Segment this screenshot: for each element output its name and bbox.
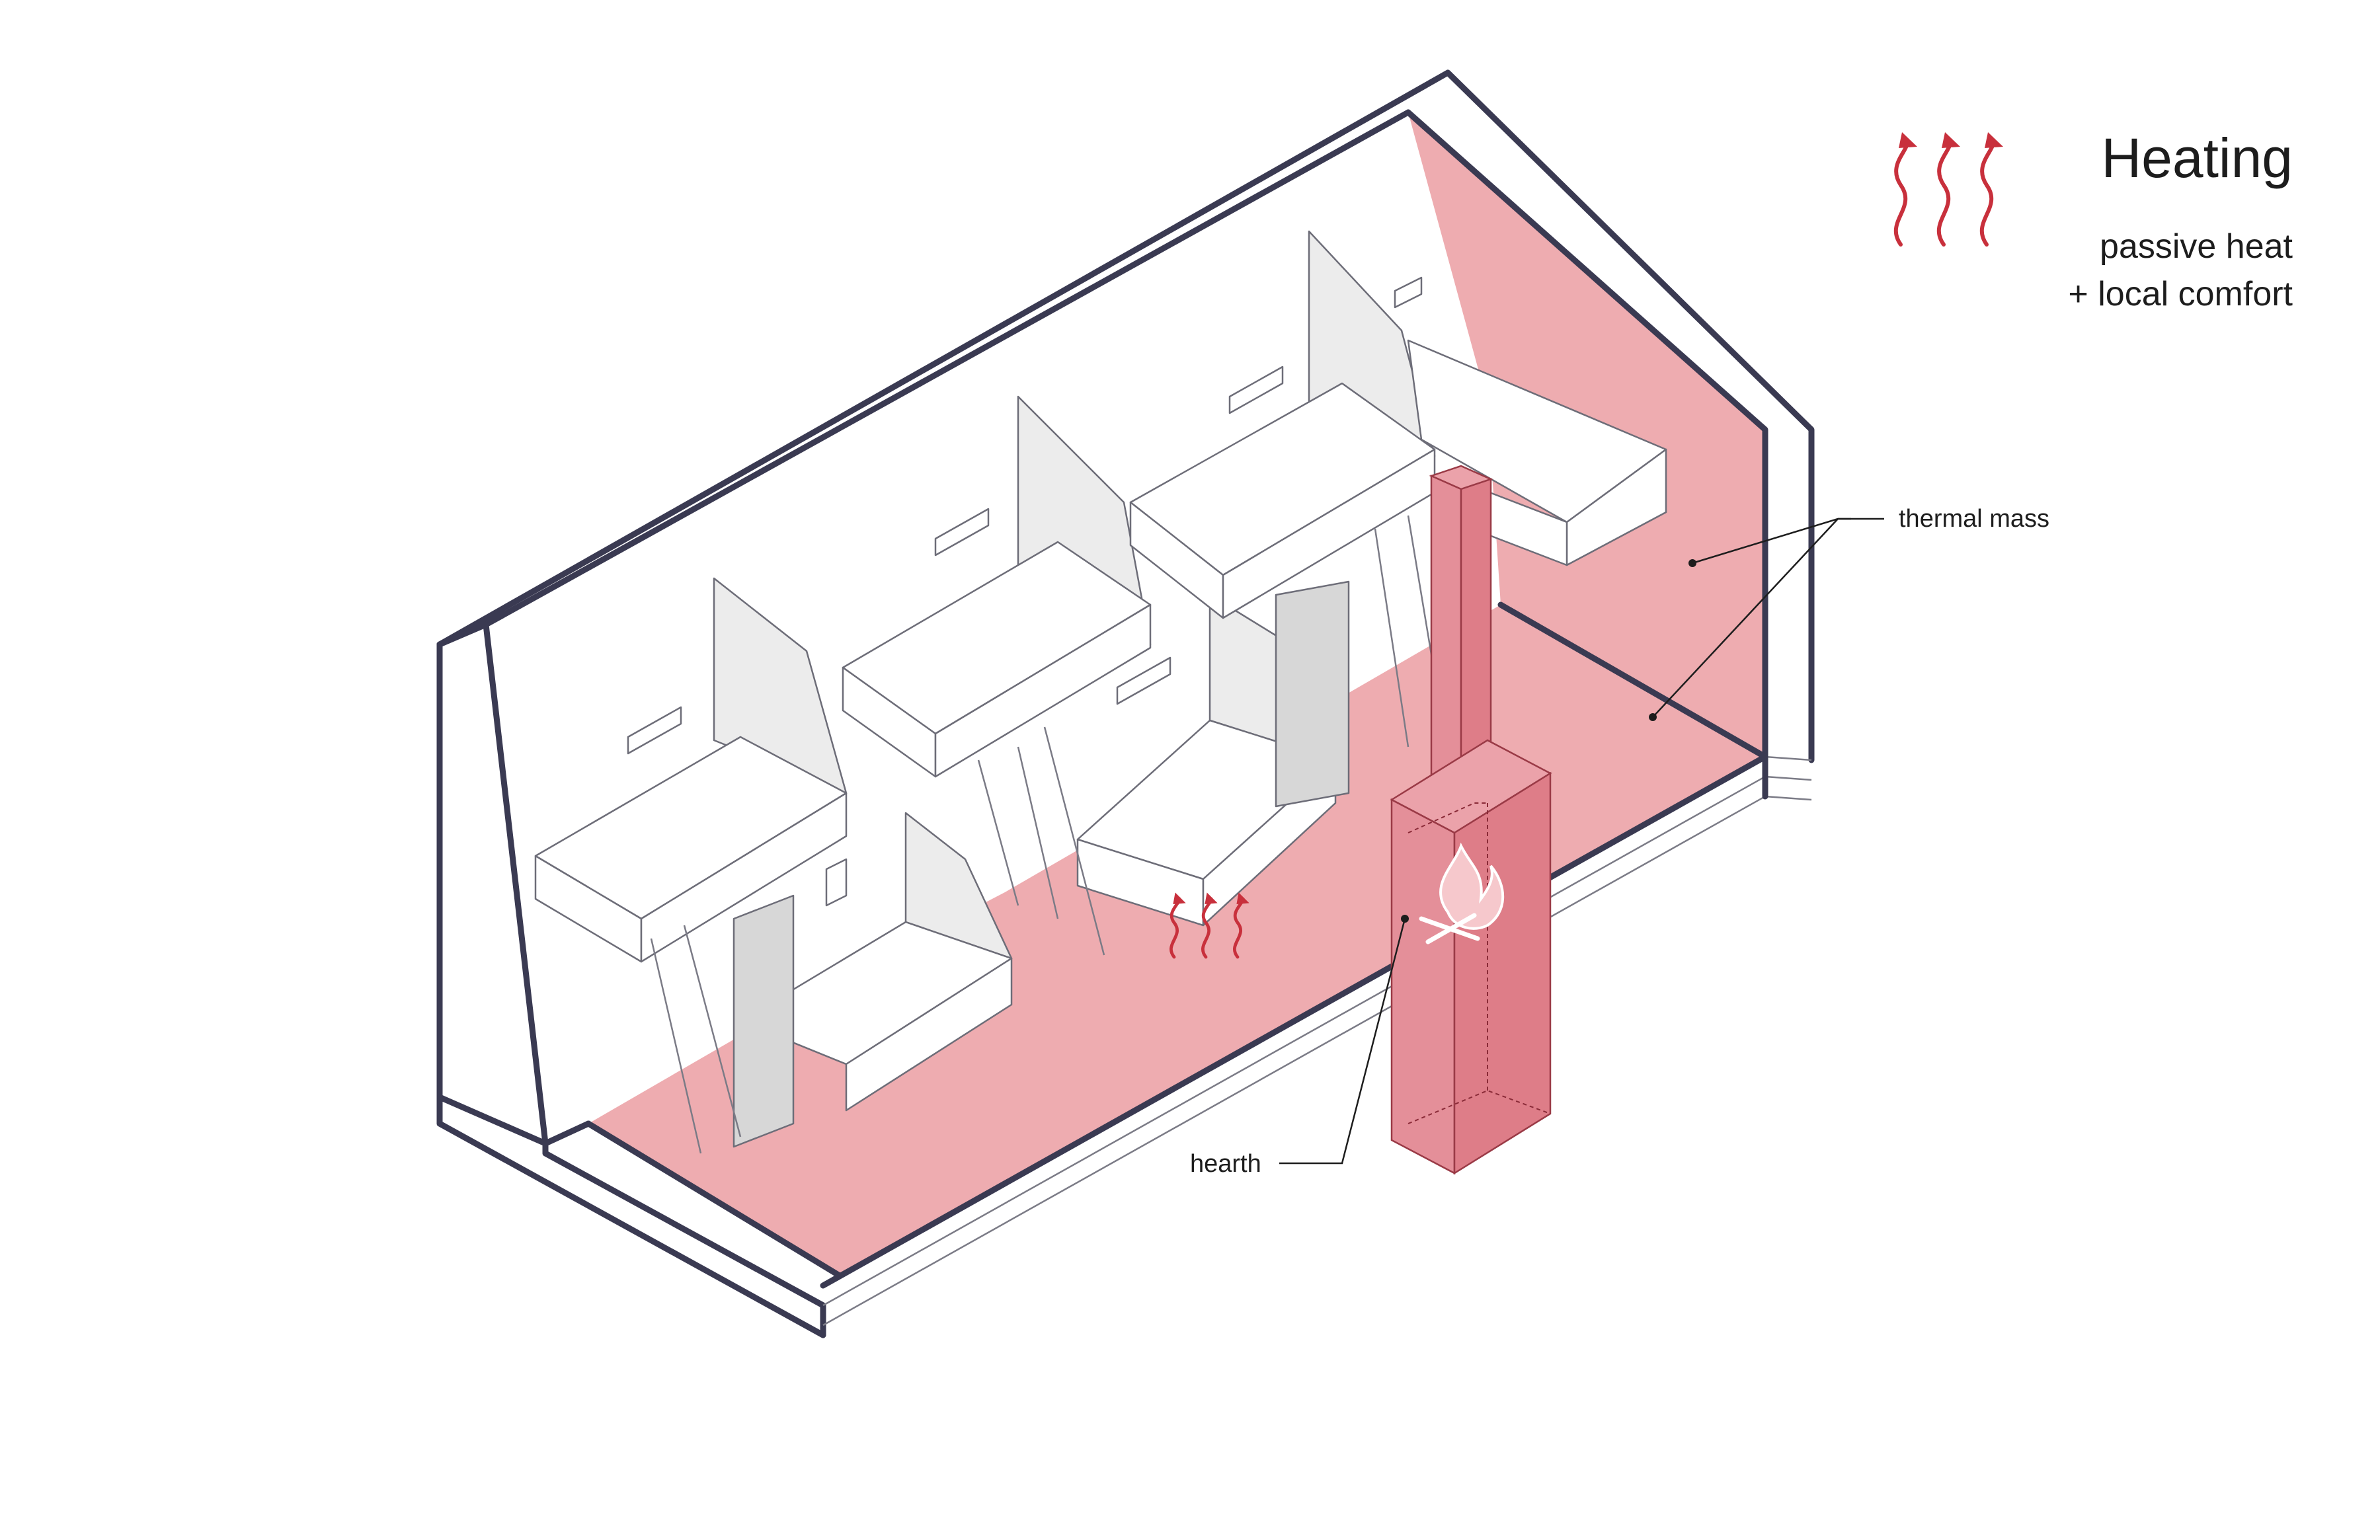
flue-front xyxy=(1431,476,1461,796)
heat-waves-icon xyxy=(1896,132,2003,245)
leader-dot xyxy=(1688,559,1696,567)
ladder-rail xyxy=(978,760,1018,905)
diagram-subtitle-line-2: + local comfort xyxy=(2068,275,2293,313)
label-hearth: hearth xyxy=(1190,1150,1261,1178)
window xyxy=(1230,367,1283,413)
diagram-subtitle-line-1: passive heat xyxy=(2100,227,2293,266)
window xyxy=(935,509,988,555)
label-thermal-mass: thermal mass xyxy=(1899,505,2049,533)
diagram-title: Heating xyxy=(2101,127,2293,189)
shelf-unit xyxy=(734,896,793,1147)
window xyxy=(628,707,681,753)
window xyxy=(1117,658,1170,704)
window xyxy=(1395,278,1421,307)
shelf-unit xyxy=(1276,582,1349,806)
leader-dot xyxy=(1401,915,1409,923)
roof-ridge-cap xyxy=(440,625,486,644)
stove-side xyxy=(1454,773,1550,1173)
leader-dot xyxy=(1649,713,1657,721)
window xyxy=(826,859,846,905)
